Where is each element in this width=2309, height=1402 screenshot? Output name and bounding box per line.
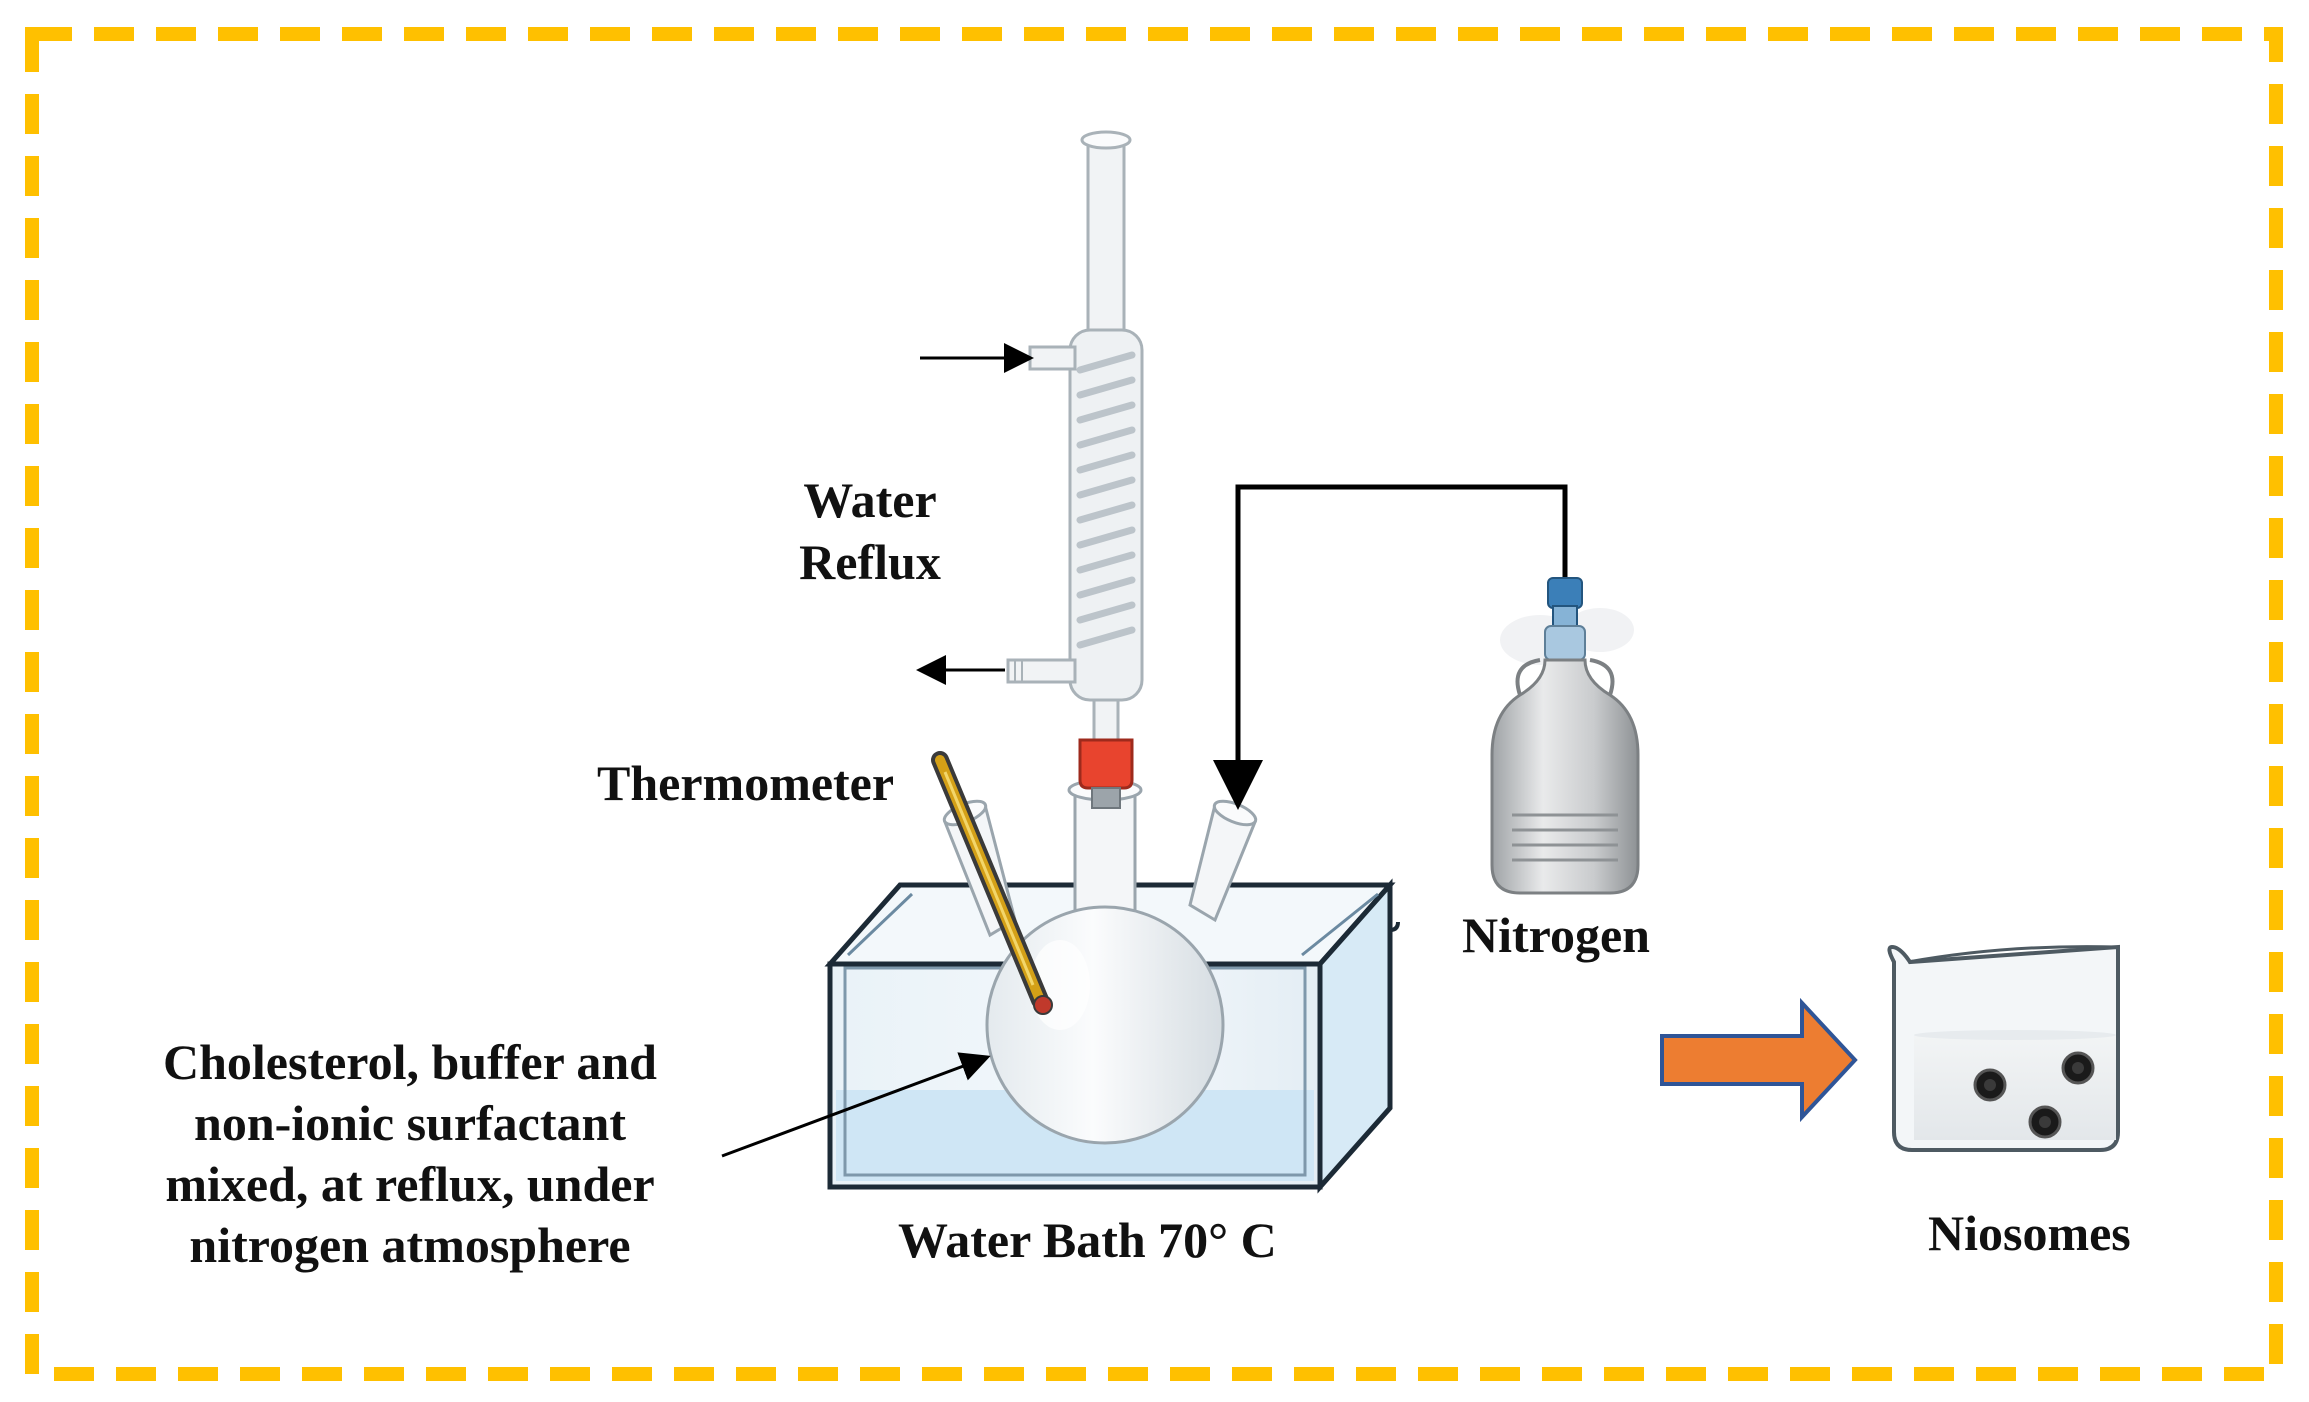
- mixture-pointer: [721, 1052, 991, 1158]
- label-thermometer: Thermometer: [597, 755, 895, 811]
- label-nitrogen: Nitrogen: [1462, 907, 1650, 963]
- dashed-frame: [25, 27, 2283, 1381]
- label-water-reflux-2: Reflux: [799, 534, 941, 590]
- nitrogen-dewar-icon: [1490, 577, 1640, 895]
- process-arrow: [1660, 997, 1858, 1123]
- beaker-liquid: [1914, 1035, 2116, 1140]
- label-water-reflux-1: Water: [803, 472, 937, 528]
- beaker-icon: [1887, 944, 2120, 1152]
- reflux-condenser: [1006, 130, 1144, 809]
- label-mixture-2: non-ionic surfactant: [194, 1095, 626, 1151]
- label-water-bath: Water Bath 70° C: [898, 1212, 1277, 1268]
- stopper: [1078, 738, 1134, 790]
- label-mixture-1: Cholesterol, buffer and: [163, 1034, 657, 1090]
- label-mixture-4: nitrogen atmosphere: [189, 1217, 631, 1273]
- label-niosomes: Niosomes: [1928, 1205, 2131, 1261]
- water-bath-tank: [824, 878, 1400, 1194]
- label-mixture-3: mixed, at reflux, under: [165, 1156, 655, 1212]
- nitrogen-line: [1213, 484, 1568, 810]
- thermometer: [931, 751, 1053, 1015]
